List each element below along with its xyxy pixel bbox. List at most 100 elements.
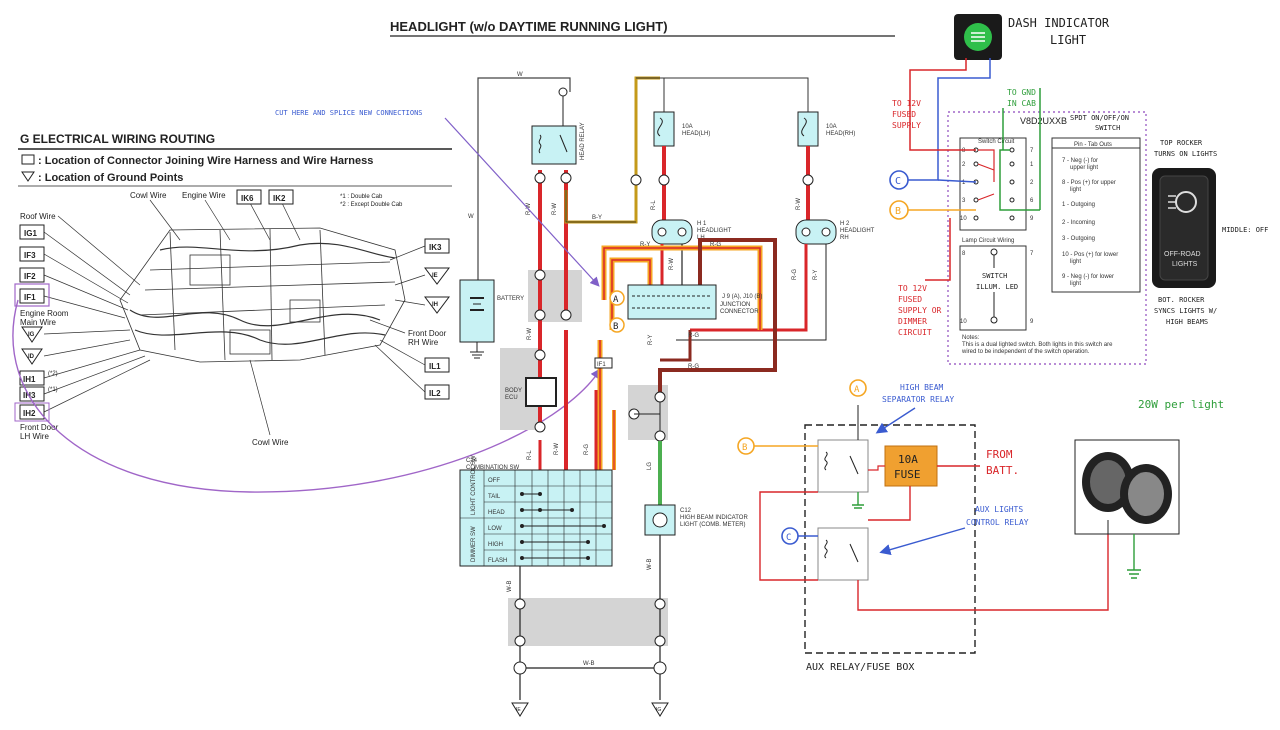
marker-b-relay	[737, 437, 755, 455]
pin-left-1: 1	[962, 180, 966, 186]
dashboard-harness-illustration	[119, 227, 406, 363]
fuse-lh-rating: 10A	[682, 124, 693, 130]
label-cowl-wire-bottom: Cowl Wire	[252, 438, 289, 447]
wire-label-rg-1: R-G	[584, 444, 590, 455]
code-ih2: IH2	[23, 409, 36, 418]
to-12v-label-1: TO 12V	[892, 99, 921, 108]
wire-label-ry-h2: R-Y	[813, 270, 819, 280]
pin-10-line1: 10 - Pos (+) for lower	[1062, 252, 1118, 258]
lights-ground	[1127, 534, 1141, 579]
wire-label-rl: R-L	[527, 450, 533, 460]
switch-illum-2: ILLUM. LED	[976, 283, 1018, 291]
lamp-pin-8: 8	[962, 251, 966, 257]
code-ih1: IH1	[23, 375, 36, 384]
if1-schematic-label: IF1	[597, 362, 606, 368]
rocker-label-2: LIGHTS	[1172, 261, 1198, 268]
c12-label: C12	[680, 508, 692, 514]
battery	[459, 279, 495, 343]
connector-legend-icon	[21, 154, 35, 165]
bottom-rocker-1: BOT. ROCKER	[1158, 296, 1205, 304]
h2-side: RH	[840, 235, 849, 241]
combination-sw-label: COMBINATION SW	[466, 465, 520, 471]
high-beam-label-2: SEPARATOR RELAY	[882, 395, 954, 404]
to-gnd-label-1: TO GND	[1007, 88, 1036, 97]
switch-row-head: HEAD	[488, 510, 505, 516]
head-relay	[531, 125, 577, 165]
switch-row-high: HIGH	[488, 542, 503, 548]
wire-label-rw-h1b: R-W	[669, 258, 675, 270]
h1-headlight: HEADLIGHT	[697, 228, 732, 234]
ih3-note: (*1)	[48, 387, 58, 393]
aux-lights-label-2: CONTROL RELAY	[966, 518, 1029, 527]
wire-label-rg-top: R-G	[710, 242, 721, 248]
indicator-label-1: HIGH BEAM INDICATOR	[680, 515, 748, 521]
pin-right-9: 9	[1030, 216, 1034, 222]
spdt-label-2: SWITCH	[1095, 124, 1120, 132]
lamp-circuit-label: Lamp Circuit Wiring	[962, 238, 1014, 244]
ground-legend-icon	[21, 171, 35, 182]
head-relay-label: HEAD RELAY	[580, 122, 586, 160]
from-batt-1: FROM	[986, 448, 1013, 461]
left-connector-codes: IG1 IF3 IF2 IF1 IG ID IH1 (*2) IH3 (*1) …	[14, 224, 58, 422]
high-beam-label-1: HIGH BEAM	[900, 383, 944, 392]
aux-box-label: AUX RELAY/FUSE BOX	[806, 662, 914, 673]
wire-label-lg: LG	[647, 462, 653, 470]
cut-arrow	[444, 117, 600, 287]
code-il2: IL2	[429, 389, 441, 398]
code-il1: IL1	[429, 362, 441, 371]
marker-a-schematic	[609, 290, 625, 306]
lamp-pin-10: 10	[960, 319, 967, 325]
ground-ig-label: IG	[656, 707, 661, 713]
ih1-note: (*2)	[48, 371, 58, 377]
body-ecu	[525, 377, 557, 407]
marker-a-text: A	[613, 295, 619, 305]
to-12v-dimmer-4: DIMMER	[898, 317, 927, 326]
rocker-label-1: OFF-ROAD	[1164, 251, 1201, 258]
fuse-rating: 10A	[898, 453, 918, 466]
h2-label: H 2	[840, 221, 850, 227]
pin-left-8: 8	[962, 148, 966, 154]
body-ecu-label-1: BODY	[505, 388, 522, 394]
marker-b-switch-text: B	[895, 206, 901, 217]
pin-1: 1 - Outgoing	[1062, 202, 1095, 208]
pin-tab-title: Pin - Tab Outs	[1074, 142, 1112, 148]
to-12v-dimmer-3: SUPPLY OR	[898, 306, 942, 315]
marker-c-switch	[889, 170, 909, 190]
code-if3: IF3	[24, 251, 36, 260]
body-ecu-label-2: ECU	[505, 395, 518, 401]
pin-8-line2: light	[1070, 187, 1081, 193]
marker-c-switch-text: C	[895, 176, 901, 187]
legend-ground: : Location of Ground Points	[38, 172, 183, 184]
switch-circuit-box	[959, 137, 1027, 231]
dash-indicator-label-2: LIGHT	[1050, 33, 1086, 47]
wire-label-rw-4: R-W	[554, 443, 560, 455]
h2-headlight: HEADLIGHT	[840, 228, 875, 234]
if1-connector	[594, 357, 613, 369]
pin-left-3: 3	[962, 198, 966, 204]
spdt-label-1: SPDT ON/OFF/ON	[1070, 114, 1129, 122]
wire-rg-loop	[658, 238, 777, 395]
high-beam-separator-relay	[817, 439, 869, 493]
wire-label-rl-h1: R-L	[651, 200, 657, 210]
relay1-ground	[852, 492, 864, 509]
notes-line-2: wired to be independent of the switch op…	[961, 349, 1090, 355]
aux-lights-label-1: AUX LIGHTS	[975, 505, 1023, 514]
if1-highlight	[14, 283, 50, 307]
pin-right-2: 2	[1030, 180, 1034, 186]
light-control-label: LIGHT CONTROL SW	[471, 455, 477, 515]
fuse-head-lh	[653, 111, 675, 147]
wire-w-top	[477, 77, 571, 290]
pin-7-line1: 7 - Neg (-) for	[1062, 158, 1098, 164]
wire-label-w-side: W	[468, 214, 474, 220]
code-if2: IF2	[24, 272, 36, 281]
lamp-pin-9: 9	[1030, 319, 1034, 325]
wire-label-rg-3: R-G	[688, 364, 699, 370]
wire-label-ry-mid: R-Y	[648, 335, 654, 345]
wire-indicator-c	[908, 58, 991, 181]
wire-relay-link	[759, 491, 818, 581]
switch-part-number: V8D2UXXB	[1020, 116, 1067, 126]
code-if1: IF1	[24, 293, 36, 302]
label-roof-wire: Roof Wire	[20, 212, 56, 221]
switch-row-off: OFF	[488, 478, 500, 484]
